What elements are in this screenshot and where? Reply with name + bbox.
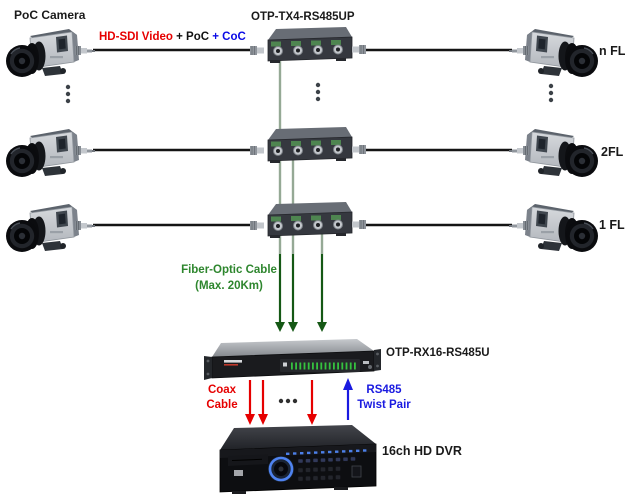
tx-unit-label: OTP-TX4-RS485UP bbox=[251, 11, 355, 23]
fiber-cable-label: Fiber-Optic Cable (Max. 20Km) bbox=[159, 264, 299, 293]
poc-text: + PoC bbox=[172, 31, 210, 43]
coax-cables bbox=[93, 48, 512, 227]
rs485-arrow bbox=[343, 378, 353, 420]
poc-camera-icon-1fl-right bbox=[508, 203, 599, 253]
floor-label-nfl: n FL bbox=[599, 44, 626, 58]
dvr-icon bbox=[219, 425, 377, 494]
tx-unit-icon-2fl bbox=[249, 126, 367, 164]
more-tx-dots-middle bbox=[315, 82, 321, 102]
coax-arrows bbox=[245, 380, 317, 425]
poc-camera-icon-nfl-right bbox=[508, 28, 599, 78]
floor-label-1fl: 1 FL bbox=[599, 218, 625, 232]
fiber-arrow-3 bbox=[317, 254, 327, 332]
dvr-led-strip bbox=[286, 449, 367, 455]
rx-unit-label: OTP-RX16-RS485U bbox=[386, 347, 490, 359]
cable-annotation: HD-SDI Video + PoC + CoC bbox=[99, 31, 246, 44]
coax-label-line2: Cable bbox=[206, 399, 238, 411]
dvr-label: 16ch HD DVR bbox=[382, 444, 462, 458]
fiber-cable-label-line2: (Max. 20Km) bbox=[195, 280, 263, 292]
fiber-arrow-1 bbox=[275, 254, 285, 332]
poc-camera-label: PoC Camera bbox=[14, 8, 86, 22]
rs485-label-line1: RS485 bbox=[366, 384, 402, 396]
rs485-label-line2: Twist Pair bbox=[357, 399, 411, 411]
floor-label-2fl: 2FL bbox=[601, 145, 624, 159]
coc-text: + CoC bbox=[209, 31, 246, 43]
poc-camera-icon-1fl-left bbox=[5, 203, 96, 253]
dvr-buttons bbox=[297, 456, 356, 482]
hdsdi-video-text: HD-SDI Video bbox=[99, 31, 173, 43]
fiber-cable-label-line1: Fiber-Optic Cable bbox=[181, 264, 277, 276]
fiber-arrow-2 bbox=[288, 254, 298, 332]
poc-camera-icon-nfl-left bbox=[5, 28, 96, 78]
more-cameras-dots-left bbox=[65, 84, 71, 104]
tx-unit-icon-1fl bbox=[249, 201, 367, 239]
more-coax-dots bbox=[278, 398, 298, 404]
rx-unit-icon bbox=[204, 339, 381, 380]
coax-cable-label: Coax Cable bbox=[197, 384, 247, 412]
poc-camera-icon-2fl-left bbox=[5, 128, 96, 178]
poc-camera-icon-2fl-right bbox=[508, 128, 599, 178]
coax-label-line1: Coax bbox=[207, 384, 237, 396]
more-cameras-dots-right bbox=[548, 83, 554, 103]
tx-unit-icon-nfl bbox=[249, 26, 367, 64]
rs485-label: RS485 Twist Pair bbox=[352, 384, 416, 412]
